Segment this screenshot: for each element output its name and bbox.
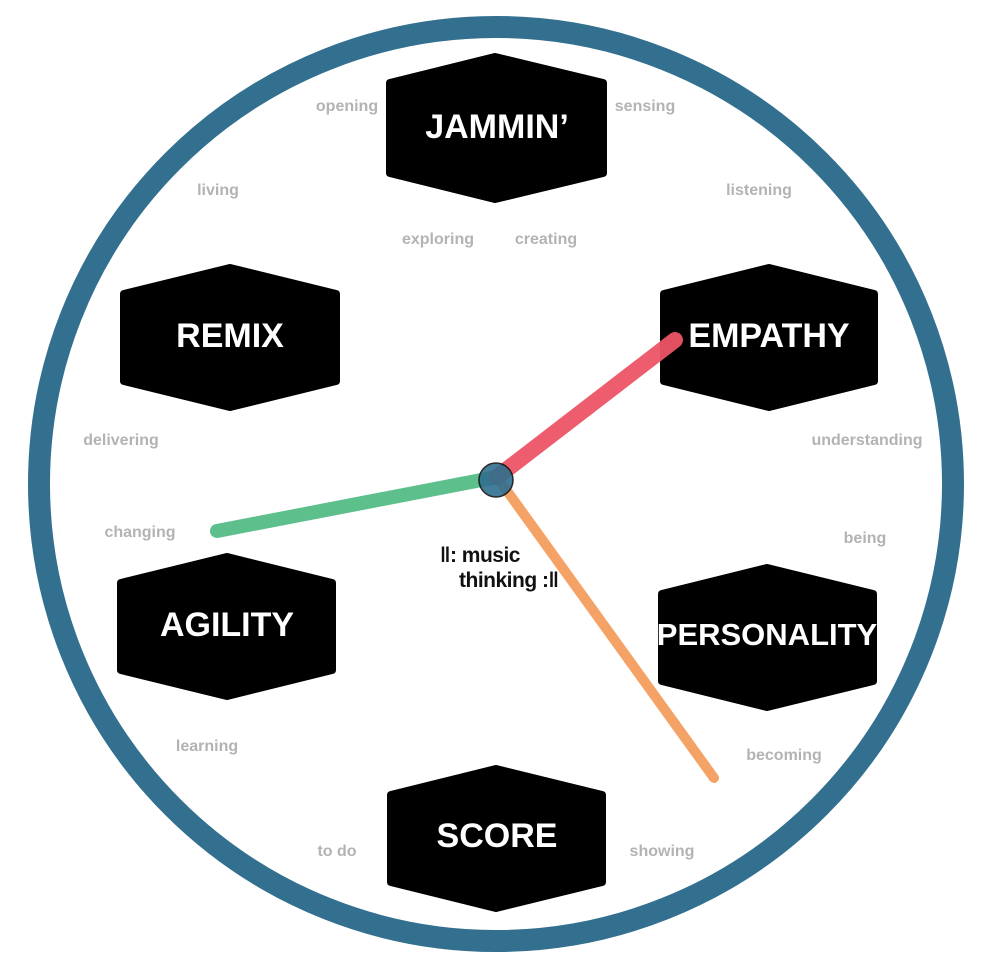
clock-center-pivot	[478, 462, 514, 498]
clock-hand-red	[489, 332, 683, 485]
word-learning: learning	[176, 738, 238, 755]
hexagon-personality-label: PERSONALITY	[657, 617, 878, 652]
word-delivering: delivering	[83, 432, 159, 449]
hexagon-jammin: JAMMIN’	[386, 53, 607, 203]
clock-hand-orange	[492, 472, 719, 783]
word-to-do: to do	[317, 843, 356, 860]
hexagon-personality-shape	[658, 564, 877, 711]
hexagon-remix-shape	[120, 264, 340, 411]
hexagon-remix: REMIX	[120, 264, 340, 411]
hexagon-score: SCORE	[387, 765, 606, 912]
hexagon-score-label: SCORE	[437, 817, 558, 855]
hexagon-personality: PERSONALITY	[657, 564, 878, 711]
hexagon-remix-label: REMIX	[176, 317, 284, 355]
word-showing: showing	[630, 843, 695, 860]
word-changing: changing	[104, 524, 175, 541]
hexagon-agility-shape	[117, 553, 336, 700]
hexagon-agility: AGILITY	[117, 553, 336, 700]
hexagon-jammin-shape	[386, 53, 607, 203]
word-exploring: exploring	[402, 231, 474, 248]
word-being: being	[844, 530, 887, 547]
word-understanding: understanding	[811, 432, 922, 449]
logo-line-1: ‖: music	[440, 544, 521, 567]
word-becoming: becoming	[746, 747, 822, 764]
hexagon-score-shape	[387, 765, 606, 912]
hexagon-jammin-label: JAMMIN’	[425, 108, 569, 146]
hexagon-empathy: EMPATHY	[660, 264, 878, 411]
hexagon-empathy-shape	[660, 264, 878, 411]
word-sensing: sensing	[615, 98, 675, 115]
word-listening: listening	[726, 182, 792, 199]
hexagon-agility-label: AGILITY	[160, 606, 294, 644]
clock-hand-green	[210, 470, 504, 538]
music-thinking-logo: ‖: music thinking :‖	[440, 544, 559, 592]
word-creating: creating	[515, 231, 577, 248]
logo-line-2: thinking :‖	[459, 569, 558, 592]
word-living: living	[197, 182, 239, 199]
word-opening: opening	[316, 98, 378, 115]
hexagon-empathy-label: EMPATHY	[688, 317, 850, 355]
